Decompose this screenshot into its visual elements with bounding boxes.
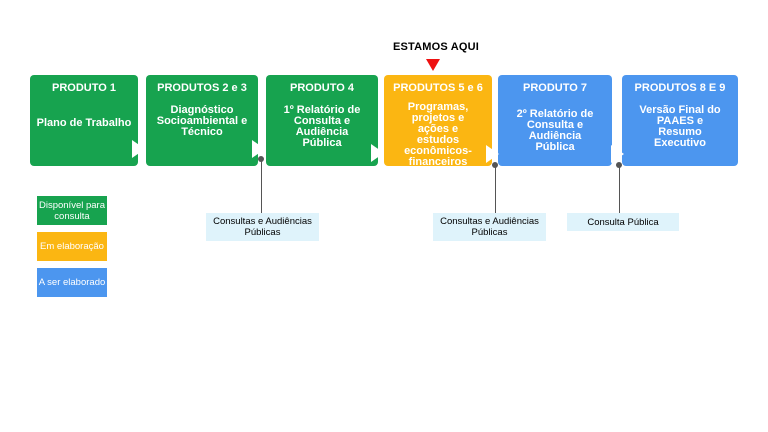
connector-line — [261, 159, 262, 214]
product-title: PRODUTOS 5 e 6 — [393, 82, 483, 94]
product-description: Versão Final do PAAES e Resumo Executivo — [639, 104, 721, 149]
product-box-1: PRODUTO 1 Plano de Trabalho — [30, 75, 138, 166]
product-description: Plano de Trabalho — [36, 117, 132, 129]
consultation-label: Consultas e Audiências Públicas — [206, 213, 319, 241]
product-title: PRODUTO 7 — [523, 82, 587, 94]
product-description: Diagnóstico Socioambiental e Técnico — [156, 104, 248, 138]
product-box-5: PRODUTO 7 2º Relatório de Consulta e Aud… — [498, 75, 612, 166]
current-stage-label: ESTAMOS AQUI — [392, 41, 480, 53]
chevron-right-icon — [611, 145, 624, 163]
product-description: Programas, projetos e ações e estudos ec… — [404, 101, 472, 168]
chevron-right-icon — [371, 144, 384, 162]
chevron-right-icon — [252, 140, 265, 158]
connector-line — [619, 165, 620, 214]
legend-item-to-do: A ser elaborado — [37, 268, 107, 297]
legend-item-in-progress: Em elaboração — [37, 232, 107, 261]
current-stage-arrow-icon — [426, 59, 440, 71]
consultation-label: Consultas e Audiências Públicas — [433, 213, 546, 241]
chevron-right-icon — [132, 140, 145, 158]
product-box-3: PRODUTO 4 1º Relatório de Consulta e Aud… — [266, 75, 378, 166]
product-box-4: PRODUTOS 5 e 6 Programas, projetos e açõ… — [384, 75, 492, 168]
product-title: PRODUTO 4 — [290, 82, 354, 94]
legend-item-available: Disponível para consulta — [37, 196, 107, 225]
product-description: 2º Relatório de Consulta e Audiência Púb… — [516, 108, 594, 153]
product-box-6: PRODUTOS 8 E 9 Versão Final do PAAES e R… — [622, 75, 738, 166]
product-title: PRODUTOS 8 E 9 — [634, 82, 726, 94]
product-box-2: PRODUTOS 2 e 3 Diagnóstico Socioambienta… — [146, 75, 258, 166]
product-description: 1º Relatório de Consulta e Audiência Púb… — [283, 104, 361, 149]
consultation-label: Consulta Pública — [567, 213, 679, 231]
chevron-right-icon — [486, 145, 499, 163]
product-title: PRODUTOS 2 e 3 — [157, 82, 247, 94]
connector-line — [495, 165, 496, 214]
product-title: PRODUTO 1 — [52, 82, 116, 94]
